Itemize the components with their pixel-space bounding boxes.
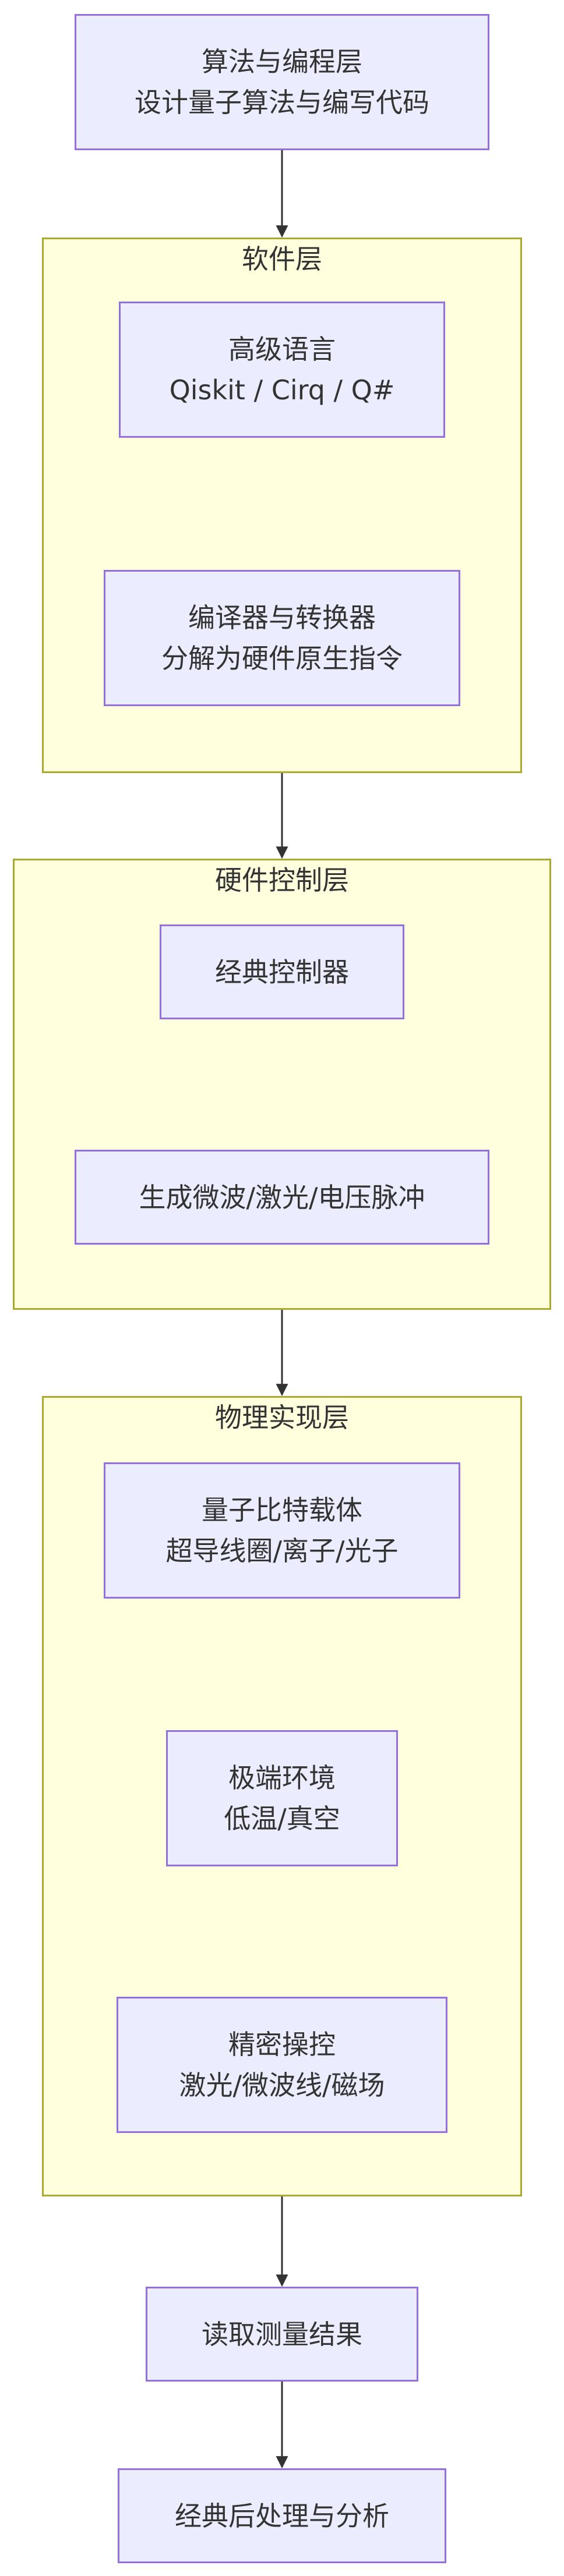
software-layer-title: 软件层 — [242, 243, 322, 275]
node-sublabel: 超导线圈/离子/光子 — [165, 1535, 399, 1567]
node-label: 精密操控 — [228, 2029, 336, 2060]
physical-layer-title: 物理实现层 — [215, 1402, 349, 1433]
qubit-carrier-node: 量子比特载体 超导线圈/离子/光子 — [104, 1462, 460, 1599]
post-processing-node: 经典后处理与分析 — [118, 2468, 446, 2563]
compiler-transpiler-node: 编译器与转换器 分解为硬件原生指令 — [104, 570, 460, 706]
node-sublabel: 激光/微波线/磁场 — [179, 2070, 385, 2101]
node-sublabel: Qiskit / Cirq / Q# — [169, 374, 395, 406]
algorithm-programming-node: 算法与编程层 设计量子算法与编写代码 — [75, 14, 489, 150]
node-label: 编译器与转换器 — [188, 602, 376, 633]
node-sublabel: 设计量子算法与编写代码 — [135, 87, 429, 118]
readout-node: 读取测量结果 — [146, 2287, 418, 2382]
node-label: 量子比特载体 — [202, 1494, 362, 1526]
node-label: 生成微波/激光/电压脉冲 — [139, 1181, 425, 1213]
hardware-control-layer-title: 硬件控制层 — [215, 864, 349, 896]
node-label: 经典后处理与分析 — [175, 2500, 389, 2532]
signal-generation-node: 生成微波/激光/电压脉冲 — [75, 1150, 489, 1245]
classical-controller-node: 经典控制器 — [160, 924, 404, 1019]
node-sublabel: 低温/真空 — [224, 1803, 340, 1834]
node-label: 极端环境 — [228, 1762, 336, 1794]
node-label: 经典控制器 — [215, 956, 349, 988]
node-label: 高级语言 — [228, 334, 336, 365]
node-sublabel: 分解为硬件原生指令 — [161, 643, 403, 674]
precise-control-node: 精密操控 激光/微波线/磁场 — [117, 1997, 447, 2133]
node-label: 读取测量结果 — [202, 2318, 362, 2350]
extreme-environment-node: 极端环境 低温/真空 — [166, 1730, 398, 1866]
node-label: 算法与编程层 — [202, 46, 362, 77]
high-level-language-node: 高级语言 Qiskit / Cirq / Q# — [119, 302, 445, 438]
